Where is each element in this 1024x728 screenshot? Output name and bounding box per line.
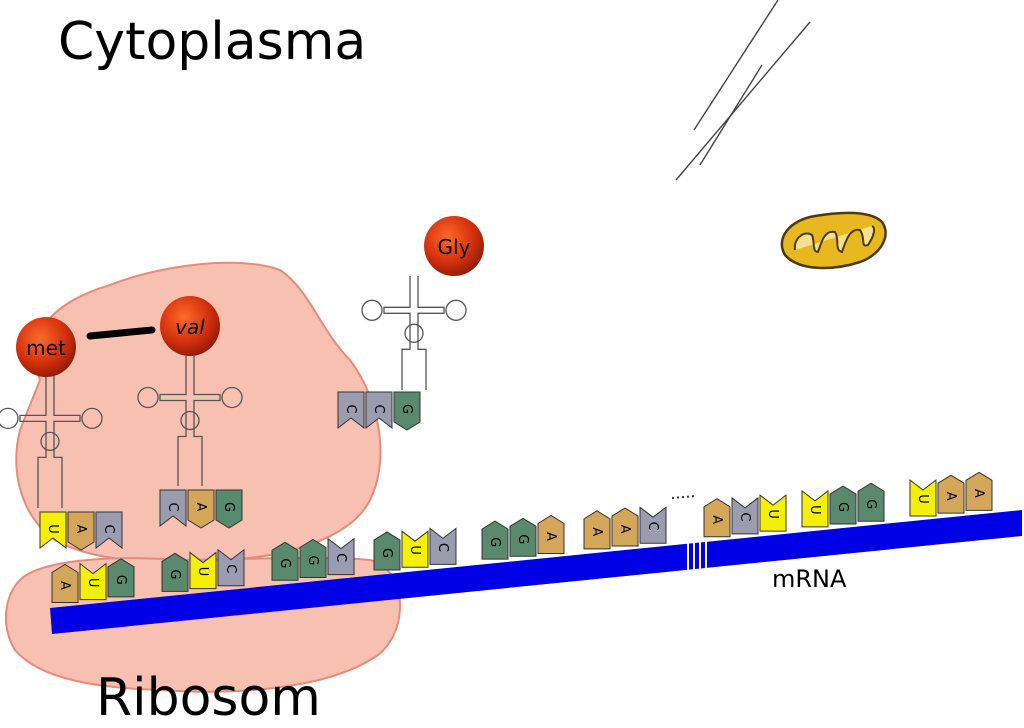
mrna-nucleotide-a: A — [537, 514, 565, 554]
mrna-nucleotide-g: G — [509, 517, 537, 557]
svg-text:C: C — [223, 564, 238, 573]
svg-text:C: C — [435, 543, 450, 552]
mrna-nucleotide-c: C — [639, 506, 667, 544]
mrna-nucleotide-a: A — [51, 563, 79, 603]
svg-text:C: C — [333, 553, 348, 562]
svg-text:U: U — [765, 509, 780, 519]
mrna-nucleotide-u: U — [909, 478, 937, 517]
mrna-ellipsis — [671, 495, 697, 499]
anticodon-nucleotide-c: C — [95, 511, 123, 550]
svg-text:G: G — [399, 404, 414, 414]
svg-text:C: C — [343, 404, 358, 413]
svg-text:val: val — [175, 315, 205, 339]
mrna-break — [687, 538, 707, 572]
svg-text:C: C — [737, 512, 752, 521]
membrane-lines — [675, 0, 811, 181]
mrna-nucleotide-g: G — [481, 520, 509, 560]
svg-text:G: G — [835, 502, 850, 512]
svg-text:A: A — [709, 515, 724, 524]
trna-gly-cloverleaf — [361, 276, 467, 390]
svg-text:met: met — [26, 336, 66, 360]
svg-text:A: A — [543, 532, 558, 541]
anticodon-nucleotide-a: A — [67, 511, 95, 551]
mrna-nucleotide-c: C — [429, 527, 457, 565]
mrna-nucleotide-c: C — [217, 548, 245, 587]
svg-text:G: G — [863, 499, 878, 509]
mrna-nucleotide-g: G — [857, 482, 885, 522]
anticodon-nucleotide-c: C — [365, 391, 393, 430]
trna-val-cloverleaf — [137, 356, 243, 486]
amino-acid-val: val — [160, 296, 220, 356]
amino-acid-met: met — [16, 317, 76, 377]
svg-text:U: U — [807, 505, 822, 515]
ribosome-label: Ribosom — [96, 668, 321, 728]
anticodon-nucleotide-u: U — [39, 511, 67, 550]
svg-text:A: A — [193, 503, 208, 512]
amino-acid-gly: Gly — [424, 216, 484, 276]
mrna-label: mRNA — [772, 565, 847, 593]
mrna-nucleotide-u: U — [189, 551, 217, 590]
cytoplasm-label: Cytoplasma — [58, 12, 367, 72]
svg-text:C: C — [165, 502, 180, 511]
svg-text:G: G — [305, 555, 320, 565]
mrna-nucleotide-a: A — [611, 507, 639, 547]
mrna-strand — [50, 510, 1022, 634]
mrna-nucleotide-u: U — [79, 562, 107, 601]
svg-text:U: U — [85, 578, 100, 588]
mrna-nucleotide-a: A — [703, 498, 731, 538]
svg-text:U: U — [45, 524, 60, 534]
mrna-nucleotide-g: G — [299, 538, 327, 578]
svg-text:G: G — [113, 575, 128, 585]
mrna-nucleotide-a: A — [583, 510, 611, 550]
svg-text:A: A — [617, 525, 632, 534]
mrna-nucleotide-a: A — [937, 474, 965, 514]
anticodon-nucleotide-g: G — [215, 489, 243, 529]
svg-text:A: A — [589, 527, 604, 536]
anticodon-nucleotide-g: G — [393, 391, 421, 431]
svg-text:Gly: Gly — [438, 235, 471, 259]
mrna-nucleotide-c: C — [731, 496, 759, 535]
anticodon-nucleotide-c: C — [337, 391, 365, 430]
svg-text:U: U — [195, 567, 210, 577]
svg-text:A: A — [971, 489, 986, 498]
svg-text:A: A — [57, 581, 72, 590]
svg-text:U: U — [915, 494, 930, 504]
svg-text:G: G — [379, 548, 394, 558]
mrna-nucleotide-c: C — [327, 537, 355, 576]
anticodon-nucleotide-a: A — [187, 489, 215, 529]
mrna-nucleotide-g: G — [271, 541, 299, 581]
svg-text:G: G — [221, 502, 236, 512]
svg-text:U: U — [407, 545, 422, 555]
mrna-nucleotide-a: A — [965, 471, 993, 511]
trna-met-cloverleaf — [0, 376, 103, 508]
mrna-nucleotide-u: U — [759, 494, 787, 532]
mrna-nucleotide-u: U — [801, 489, 829, 528]
peptide-bond — [86, 326, 156, 340]
svg-text:G: G — [515, 534, 530, 544]
svg-text:A: A — [73, 525, 88, 534]
anticodon-nucleotide-c: C — [159, 489, 187, 528]
mitochondrion — [780, 211, 887, 270]
svg-text:C: C — [371, 404, 386, 413]
svg-text:G: G — [487, 537, 502, 547]
svg-text:G: G — [277, 558, 292, 568]
mrna-nucleotide-g: G — [161, 552, 189, 592]
svg-text:G: G — [167, 569, 182, 579]
svg-text:C: C — [645, 522, 660, 531]
mrna-nucleotide-u: U — [401, 530, 429, 568]
svg-text:A: A — [943, 492, 958, 501]
svg-text:C: C — [101, 524, 116, 533]
mrna-nucleotide-g: G — [107, 558, 135, 598]
mrna-nucleotide-g: G — [829, 485, 857, 525]
mrna-nucleotide-g: G — [373, 531, 401, 571]
